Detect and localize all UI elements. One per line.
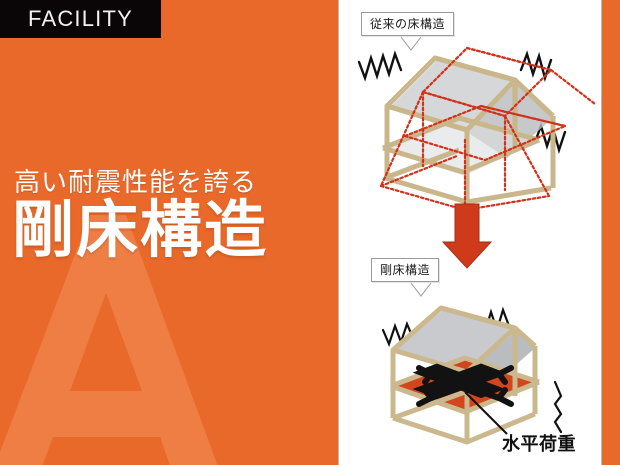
callout-rigid: 剛床構造 — [371, 258, 440, 282]
spring-icon-top-left — [357, 50, 403, 82]
facility-banner: FACILITY — [0, 0, 161, 38]
spring-icon-bottom-left — [381, 320, 415, 348]
callout-conventional-label: 従来の床構造 — [370, 17, 446, 31]
headline-title: 剛床構造 — [12, 196, 269, 265]
right-orange-strip — [602, 0, 620, 465]
house-frame-bottom — [390, 305, 540, 445]
callout-tail-bottom — [410, 282, 432, 297]
right-diagram-panel: 従来の床構造 剛床構造 水平荷重 — [338, 0, 602, 465]
down-arrow — [441, 203, 493, 269]
watermark-a-letter — [0, 215, 218, 465]
spring-icon-bottom-right — [553, 380, 563, 434]
deformation-overlay-top — [379, 46, 597, 212]
headline-subtitle: 高い耐震性能を誇る — [14, 167, 258, 197]
house-frame-top — [382, 55, 556, 205]
callout-rigid-label: 剛床構造 — [380, 263, 431, 277]
horizontal-load-annotation: 水平荷重 — [502, 434, 576, 454]
annotation-leader-line — [464, 391, 508, 435]
structure-diagrams — [357, 36, 597, 445]
facility-banner-label: FACILITY — [28, 6, 133, 31]
x-arrow-strokes — [416, 365, 514, 407]
callout-conventional: 従来の床構造 — [361, 12, 455, 36]
left-orange-panel: FACILITY 高い耐震性能を誇る 剛床構造 — [0, 0, 269, 465]
callout-tail-top — [400, 36, 422, 51]
